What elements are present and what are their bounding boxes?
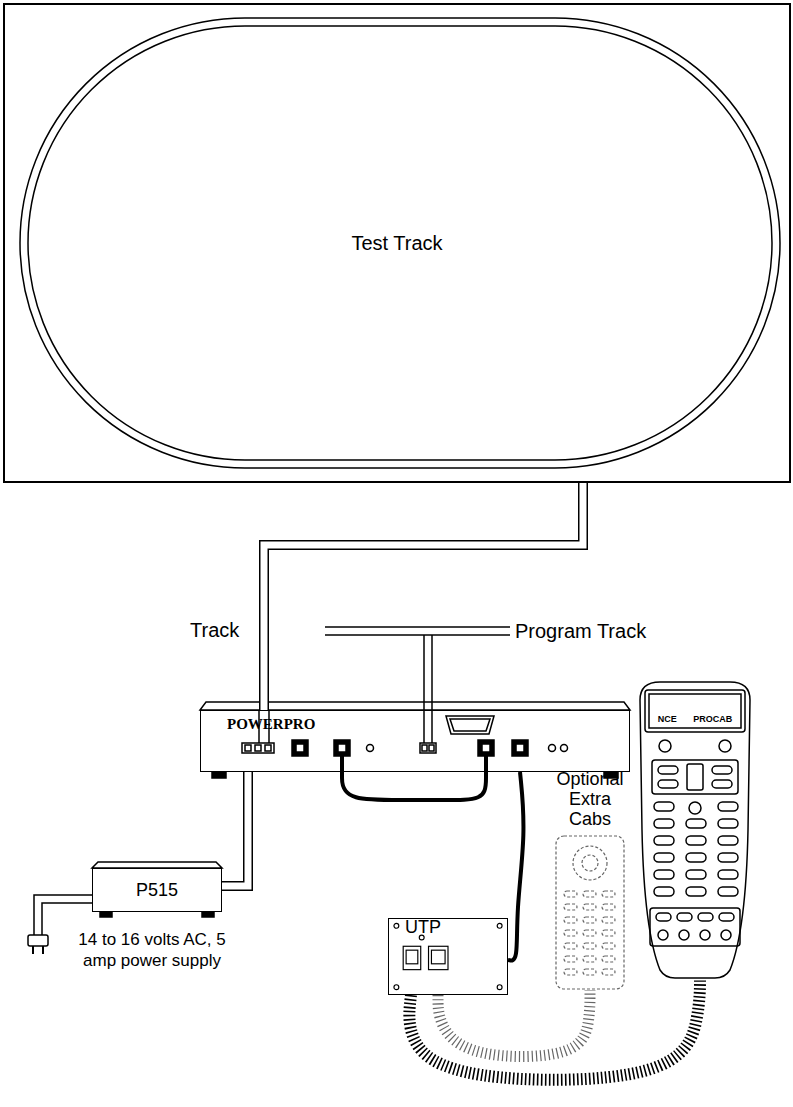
cab-jack: [338, 744, 346, 752]
indicator: [549, 745, 556, 752]
cable-group: [508, 772, 523, 961]
case-foot: [212, 772, 226, 778]
node-text: POWERPRO: [227, 716, 315, 733]
wire-label: Track: [190, 619, 239, 641]
track-rail-inner: [28, 26, 772, 460]
cab-jack: [516, 744, 524, 752]
connectors: [222, 483, 700, 1080]
program-wire: [431, 635, 433, 743]
cab-jack: [292, 740, 308, 756]
node-text: NCE PROCAB: [630, 680, 760, 724]
double-wire: [222, 772, 248, 886]
terminal-block: [242, 743, 274, 753]
power-supply-box: P515: [92, 868, 222, 912]
cab-jack: [482, 744, 490, 752]
procab-handheld: NCE PROCAB: [630, 680, 760, 980]
cab-jack: [478, 740, 494, 756]
serial-connector: [450, 719, 490, 731]
screen-text-area: NCE PROCAB: [630, 680, 760, 724]
case-foot: [100, 912, 112, 917]
layout-board: Test Track: [3, 3, 791, 483]
cab-outline: [630, 680, 760, 980]
cable-group: [222, 772, 248, 886]
command-station-box: POWERPRO: [200, 710, 630, 772]
cable-group: [264, 483, 583, 710]
terminal-screw: [422, 745, 427, 751]
cab-jack: [334, 740, 350, 756]
wire-label: Program Track: [515, 620, 646, 642]
wire-gap: [222, 772, 248, 886]
indicator: [367, 745, 374, 752]
node-text: UTP: [405, 916, 441, 938]
terminal-screw: [255, 745, 261, 751]
node-text: Test Track: [351, 231, 442, 255]
coiled-cord: [409, 974, 700, 1080]
node-text: P515: [136, 879, 178, 901]
terminal-screw: [265, 745, 271, 751]
track-rail-outer: [20, 18, 780, 468]
supply-caption: 14 to 16 volts AC, 5 amp power supply: [78, 929, 226, 971]
utp-panel: UTP: [388, 918, 508, 995]
cab-jack: [512, 740, 528, 756]
plug-prong: [32, 946, 34, 954]
extra-cab-outline: [555, 835, 625, 990]
cable-group: [409, 974, 700, 1080]
program-terminal: [420, 743, 436, 753]
cable-group: [438, 990, 590, 1057]
program-rail: [325, 634, 510, 636]
power-cord: [34, 895, 92, 935]
coiled-cord-optional: [438, 990, 590, 1057]
double-wire: [264, 483, 583, 710]
terminal-screw: [245, 745, 251, 751]
cab-jack: [296, 744, 304, 752]
loop-cable: [342, 756, 486, 800]
terminal-screw: [429, 745, 434, 751]
plug: [28, 935, 48, 946]
wire-gap: [264, 483, 583, 710]
extra-cab: Optional Extra Cabs: [555, 835, 625, 990]
plug-prong: [42, 946, 44, 954]
node-text: Optional Extra Cabs: [550, 769, 630, 829]
program-rail: [325, 626, 510, 628]
cab-cable: [508, 772, 523, 961]
case-foot: [202, 912, 214, 917]
serial-connector: [446, 716, 494, 734]
program-wire: [423, 635, 425, 743]
indicator: [561, 745, 568, 752]
